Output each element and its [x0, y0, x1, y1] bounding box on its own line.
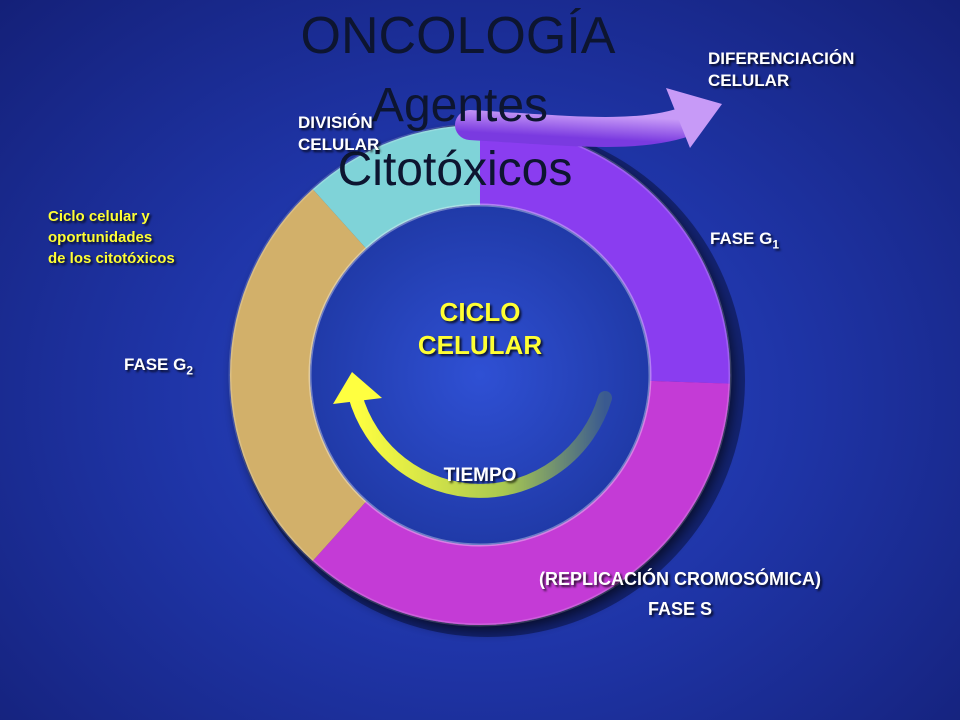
side-note: Ciclo celular y oportunidades de los cit… [48, 206, 175, 269]
label-fase-g1-sub: 1 [772, 237, 780, 252]
label-fase-g1: FASE G1 [710, 228, 779, 253]
label-tiempo: TIEMPO [443, 465, 517, 486]
segment-division [312, 125, 481, 250]
slide-title: ONCOLOGÍA [300, 7, 616, 65]
slide-subtitle-line1: Agentes [371, 79, 549, 132]
label-replicacion: (REPLICACIÓN CROMOSÓMICA) [539, 569, 821, 589]
label-division-line2: CELULAR [298, 135, 380, 155]
side-note-line2: oportunidades [48, 229, 153, 246]
differentiation-arrow [455, 105, 705, 147]
time-arrowhead-icon [333, 372, 382, 404]
side-note-line1: Ciclo celular y [48, 208, 150, 225]
label-division-line1: DIVISIÓN [298, 113, 373, 132]
label-fase-g1-text: FASE G [710, 229, 773, 248]
segment-fase-g1 [479, 125, 730, 384]
label-ciclo-line2: CELULAR [417, 329, 543, 360]
time-arrow [348, 388, 612, 498]
label-fase-g2-text: FASE G [124, 355, 187, 374]
side-note-line3: de los citotóxicos [48, 250, 175, 267]
label-ciclo-celular: CICLO CELULAR [400, 296, 560, 361]
label-fase-s: FASE S [647, 599, 713, 619]
label-diferenciacion-line2: CELULAR [708, 71, 790, 91]
differentiation-arrowhead-icon [666, 88, 722, 148]
segment-fase-s [312, 380, 730, 626]
segment-fase-g2 [229, 189, 367, 561]
label-diferenciacion-line1: DIFERENCIACIÓN [708, 49, 855, 68]
label-fase-g2-sub: 2 [186, 363, 194, 378]
label-diferenciacion-celular: DIFERENCIACIÓN CELULAR [708, 48, 854, 92]
label-ciclo-line1: CICLO [439, 297, 521, 327]
slide-subtitle-line2: Citotóxicos [337, 143, 573, 196]
label-fase-g2: FASE G2 [124, 354, 193, 379]
label-division-celular: DIVISIÓN CELULAR [298, 112, 379, 156]
